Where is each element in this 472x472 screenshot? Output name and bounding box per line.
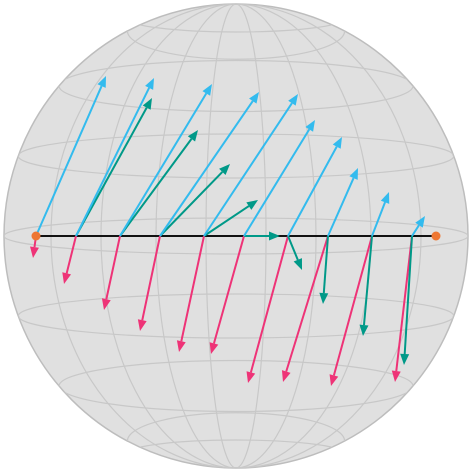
vector-w-arrow bbox=[137, 235, 161, 331]
vector-w-arrow bbox=[209, 235, 245, 354]
vector-w-arrow bbox=[176, 235, 205, 352]
geodesic-end-point bbox=[431, 231, 441, 241]
latitude-line bbox=[58, 359, 414, 413]
latitude-line bbox=[4, 217, 468, 255]
vector-w-arrow bbox=[62, 235, 77, 284]
vector-v-arrow bbox=[287, 235, 302, 270]
vector-w-arrow bbox=[329, 235, 373, 386]
vector-w-arrow bbox=[281, 235, 329, 382]
vector-w-arrow bbox=[391, 235, 413, 382]
vector-w-arrow bbox=[101, 235, 121, 310]
vector-v-arrow bbox=[319, 235, 329, 304]
vector-u-arrow bbox=[75, 78, 154, 237]
vector-u-arrow bbox=[243, 120, 315, 237]
latitude-line bbox=[126, 412, 346, 468]
vector-u-arrow bbox=[159, 92, 259, 237]
vector-v-arrow bbox=[359, 235, 373, 336]
latitude-line bbox=[17, 293, 455, 339]
vector-u-arrow bbox=[411, 216, 425, 237]
vector-u-arrow bbox=[371, 192, 390, 237]
vector-w-arrow bbox=[246, 235, 289, 383]
vector-u-arrow bbox=[35, 76, 106, 237]
vector-u-arrow bbox=[327, 168, 358, 237]
vector-u-arrow bbox=[203, 94, 298, 237]
vector-v-arrow bbox=[119, 130, 198, 237]
parallel-transport-vectors bbox=[30, 76, 425, 386]
geodesic-endpoints bbox=[31, 231, 441, 241]
vector-v-arrow bbox=[244, 231, 280, 241]
geodesic-start-point bbox=[31, 231, 41, 241]
vector-v-arrow bbox=[203, 200, 258, 237]
latitude-line bbox=[58, 59, 414, 113]
vector-v-arrow bbox=[400, 235, 413, 365]
vector-v-arrow bbox=[159, 164, 230, 237]
vector-u-arrow bbox=[287, 137, 342, 237]
latitude-line bbox=[126, 4, 346, 60]
vector-u-arrow bbox=[119, 84, 212, 237]
vector-v-arrow bbox=[75, 98, 152, 237]
latitude-line bbox=[17, 133, 455, 179]
